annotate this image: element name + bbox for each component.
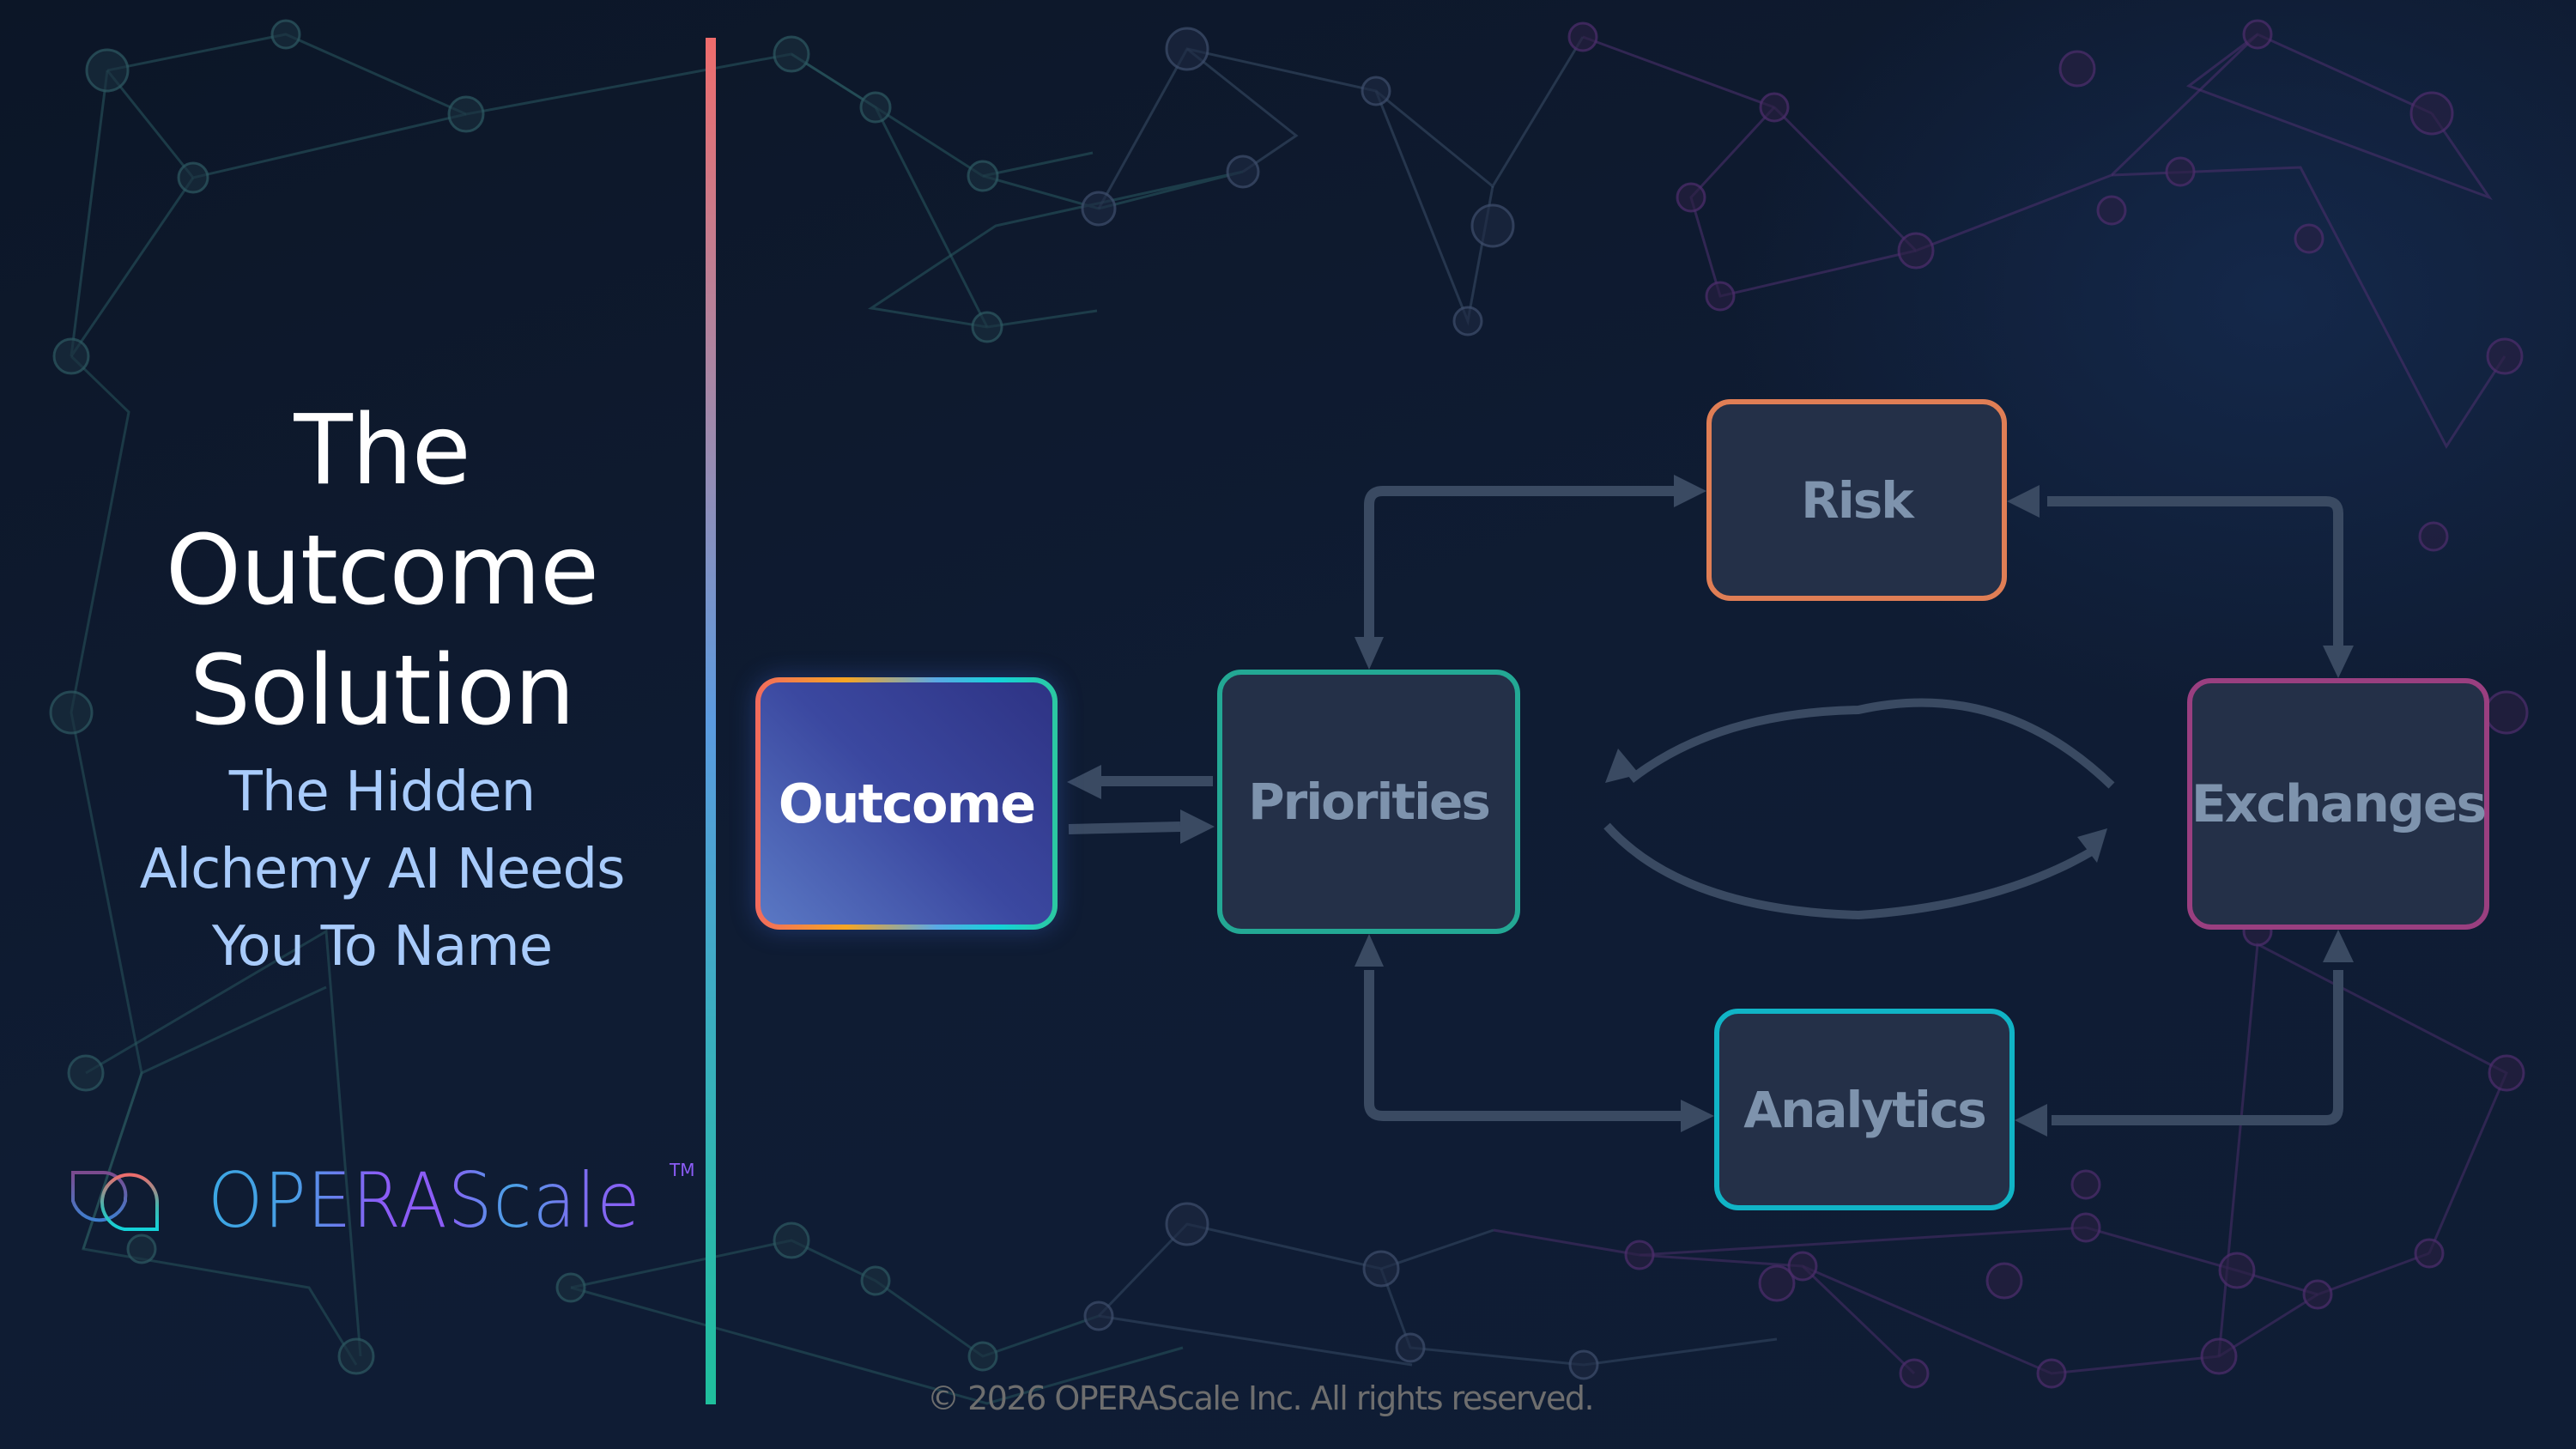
arrowhead-right-analytics bbox=[1681, 1100, 1714, 1132]
title-line: Solution bbox=[189, 635, 575, 747]
arrowhead-up-exchanges-bottom bbox=[2323, 930, 2354, 962]
trademark-mark: TM bbox=[670, 1160, 695, 1180]
slide-title: The Outcome Solution bbox=[0, 391, 764, 751]
node-label: Analytics bbox=[1743, 1080, 1987, 1139]
node-label: Priorities bbox=[1248, 773, 1491, 831]
left-title-panel: The Outcome Solution The Hidden Alchemy … bbox=[0, 0, 706, 1449]
slide-subtitle: The Hidden Alchemy AI Needs You To Name bbox=[0, 754, 764, 985]
curved-arrow-exchanges-to-priorities bbox=[1627, 698, 2115, 789]
arrowhead-left-analytics bbox=[2015, 1104, 2047, 1137]
connector-analytics-exchanges bbox=[2052, 970, 2343, 1125]
node-exchanges: Exchanges bbox=[2187, 678, 2489, 930]
arrowhead-right-priorities bbox=[1180, 809, 1215, 844]
arrowhead-down-exchanges-top bbox=[2323, 646, 2354, 678]
node-risk: Risk bbox=[1706, 399, 2007, 601]
copyright-footer: © 2026 OPERAScale Inc. All rights reserv… bbox=[927, 1379, 1595, 1417]
arrowhead-left-outcome bbox=[1067, 765, 1101, 799]
operascale-logo-mark-icon bbox=[71, 1170, 160, 1231]
connector-risk-exchanges bbox=[2047, 496, 2343, 648]
connector-priorities-analytics bbox=[1364, 970, 1682, 1121]
node-label: Outcome bbox=[778, 772, 1036, 835]
arrowhead-curve-right bbox=[2077, 828, 2107, 863]
arrowhead-curve-left bbox=[1605, 749, 1640, 783]
curved-arrow-priorities-to-exchanges bbox=[1603, 822, 2097, 919]
node-outcome: Outcome bbox=[755, 677, 1058, 930]
arrowhead-left-risk bbox=[2007, 485, 2040, 518]
subtitle-line: Alchemy AI Needs bbox=[139, 838, 626, 901]
connector-priorities-risk bbox=[1364, 486, 1678, 640]
title-line: The bbox=[294, 395, 470, 506]
node-label: Exchanges bbox=[2191, 773, 2488, 834]
logo-wordmark: OPERAScale bbox=[208, 1156, 641, 1245]
title-line: Outcome bbox=[165, 515, 599, 627]
node-priorities: Priorities bbox=[1217, 670, 1520, 934]
node-label: Risk bbox=[1801, 470, 1914, 530]
node-analytics: Analytics bbox=[1714, 1009, 2015, 1210]
operascale-logo: OPERAScale TM bbox=[70, 1156, 694, 1245]
subtitle-line: The Hidden bbox=[228, 761, 536, 824]
arrowhead-right-risk bbox=[1674, 475, 1706, 507]
arrowhead-up-priorities-bottom bbox=[1355, 934, 1384, 967]
arrow-outcome-to-priorities bbox=[1068, 822, 1181, 834]
vertical-gradient-divider bbox=[706, 38, 716, 1404]
arrowhead-down-priorities-top bbox=[1355, 637, 1384, 670]
subtitle-line: You To Name bbox=[211, 915, 553, 979]
